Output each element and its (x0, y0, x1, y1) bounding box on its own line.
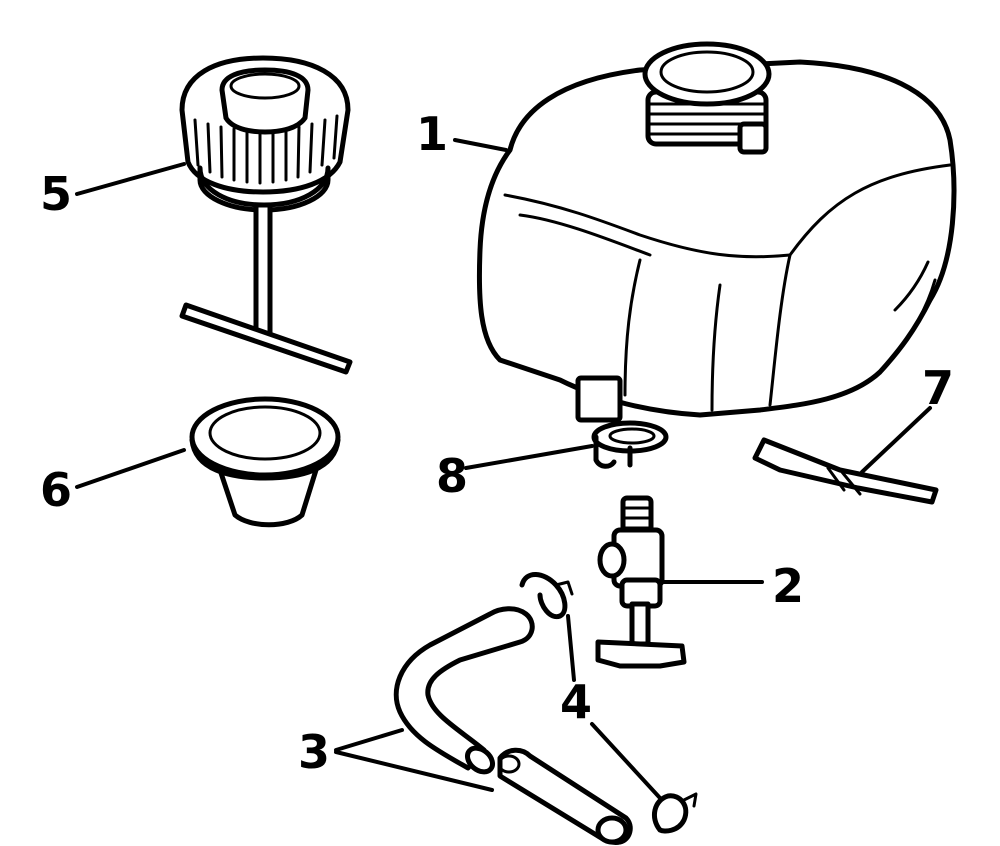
callout-fuel-valve: 2 (772, 559, 804, 613)
callout-fuel-strainer: 6 (40, 463, 72, 517)
fuel-strainer (189, 396, 341, 528)
leader-lines (75, 138, 932, 800)
hose-clamp-lower (651, 792, 698, 834)
valve-clip (591, 420, 669, 469)
fuel-hose-straight (497, 747, 633, 845)
hose-clamp-upper (519, 572, 574, 620)
fuel-tank (476, 41, 957, 423)
bracket (752, 437, 939, 505)
callout-fuel-hose: 3 (298, 725, 330, 779)
callout-bracket: 7 (922, 361, 954, 415)
callout-filler-cap: 5 (40, 167, 72, 221)
callout-fuel-tank: 1 (416, 107, 448, 161)
callout-hose-clamp: 4 (560, 675, 592, 729)
callout-valve-clip: 8 (436, 449, 468, 503)
filler-cap-with-pickup (179, 55, 353, 375)
fuel-valve (595, 495, 687, 669)
fuel-hose-elbow (393, 606, 535, 775)
